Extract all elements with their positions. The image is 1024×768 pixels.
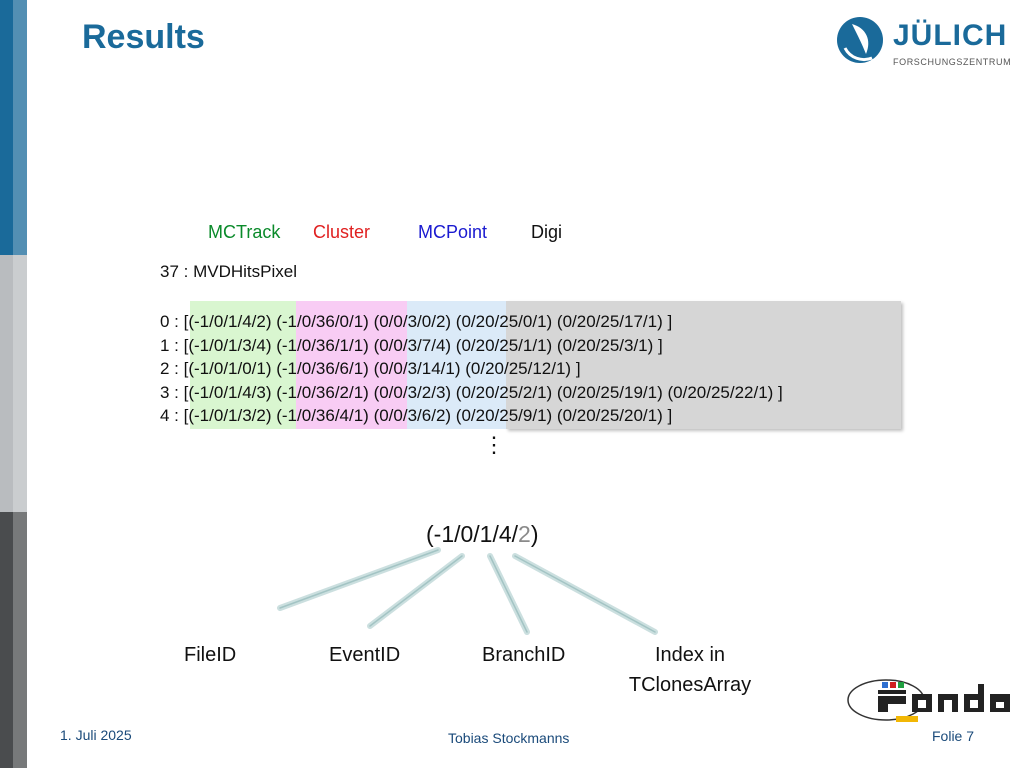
legend-mcpoint: MCPoint — [418, 222, 488, 242]
footer-date: 1. Juli 2025 — [60, 727, 132, 743]
digi-cell: (0/20/25/12/1) ] — [460, 359, 581, 378]
cluster-cell: (-1/0/36/4/1) — [271, 406, 369, 425]
label-index: Index in TClonesArray — [620, 640, 760, 700]
digi-cell: (0/20/25/9/1) (0/20/25/20/1) ] — [451, 406, 673, 425]
row-prefix: 1 : [ — [160, 335, 189, 355]
legend-cluster: Cluster — [313, 222, 371, 242]
accent-bar-stripe — [13, 0, 27, 768]
key-close: ) — [530, 521, 539, 547]
mcpoint-cell: (0/0/3/7/4) — [368, 335, 452, 355]
cluster-cell: (-1/0/36/6/1) — [271, 359, 369, 378]
digi-cell: (0/20/25/2/1) (0/20/25/19/1) (0/20/25/22… — [451, 382, 783, 402]
accent-bar-middle — [0, 255, 27, 512]
hits-table: 0 : [(-1/0/1/4/2) (-1/0/36/0/1) (0/0/3/0… — [160, 310, 783, 428]
mctrack-cell: (-1/0/1/3/4) — [188, 335, 272, 355]
digi-cell: (0/20/25/0/1) (0/20/25/17/1) ] — [451, 312, 673, 331]
table-row: 2 : [(-1/0/1/0/1) (-1/0/36/6/1) (0/0/3/1… — [160, 357, 783, 381]
mcpoint-column-bg — [407, 301, 506, 429]
juelich-emblem-icon — [837, 17, 883, 63]
footer-page: Folie 7 — [932, 728, 975, 744]
row-prefix: 4 : [ — [160, 406, 189, 425]
key-main: (-1/0/1/4/ — [426, 521, 519, 547]
footer-author: Tobias Stockmanns — [448, 730, 570, 746]
mctrack-cell: (-1/0/1/0/1) — [188, 359, 272, 378]
hits-label: 37 : MVDHitsPixel — [160, 262, 297, 281]
digi-cell: (0/20/25/1/1) (0/20/25/3/1) ] — [451, 335, 663, 355]
row-prefix: 0 : [ — [160, 312, 189, 331]
cluster-column-bg — [296, 301, 407, 429]
mcpoint-cell: (0/0/3/14/1) — [368, 359, 461, 378]
logo-name: JÜLICH — [893, 19, 1008, 52]
table-row: 3 : [(-1/0/1/4/3) (-1/0/36/2/1) (0/0/3/2… — [160, 381, 783, 405]
table-row: 0 : [(-1/0/1/4/2) (-1/0/36/0/1) (0/0/3/0… — [160, 310, 783, 334]
accent-bar-top — [0, 0, 27, 255]
legend-digi: Digi — [531, 222, 563, 242]
label-index-line1: Index in — [654, 644, 726, 666]
panda-logo — [847, 679, 1010, 722]
mcpoint-cell: (0/0/3/2/3) — [368, 382, 452, 402]
cluster-cell: (-1/0/36/2/1) — [271, 382, 369, 402]
logo-subtitle: FORSCHUNGSZENTRUM — [893, 57, 1012, 67]
accent-bar-bottom — [0, 512, 27, 768]
table-row: 1 : [(-1/0/1/3/4) (-1/0/36/1/1) (0/0/3/7… — [160, 334, 783, 358]
mctrack-cell: (-1/0/1/4/2) — [188, 312, 272, 331]
mctrack-cell: (-1/0/1/3/2) — [188, 406, 272, 425]
mctrack-cell: (-1/0/1/4/3) — [188, 382, 272, 402]
cluster-cell: (-1/0/36/0/1) — [271, 312, 369, 331]
legend-mctrack: MCTrack — [208, 222, 281, 242]
label-fileid: FileID — [184, 644, 237, 666]
mcpoint-cell: (0/0/3/6/2) — [368, 406, 452, 425]
key-label: (-1/0/1/4/2) — [426, 521, 539, 548]
label-index-line2: TClonesArray — [628, 674, 752, 696]
cluster-cell: (-1/0/36/1/1) — [271, 335, 369, 355]
mctrack-column-bg — [190, 301, 296, 429]
label-eventid: EventID — [329, 644, 401, 666]
row-prefix: 2 : [ — [160, 359, 189, 378]
label-branchid: BranchID — [482, 644, 566, 666]
row-prefix: 3 : [ — [160, 382, 189, 402]
key-highlight: 2 — [518, 521, 531, 547]
mcpoint-cell: (0/0/3/0/2) — [368, 312, 452, 331]
digi-column-bg — [506, 301, 901, 429]
table-row: 4 : [(-1/0/1/3/2) (-1/0/36/4/1) (0/0/3/6… — [160, 404, 783, 428]
slide-title: Results — [82, 18, 205, 56]
